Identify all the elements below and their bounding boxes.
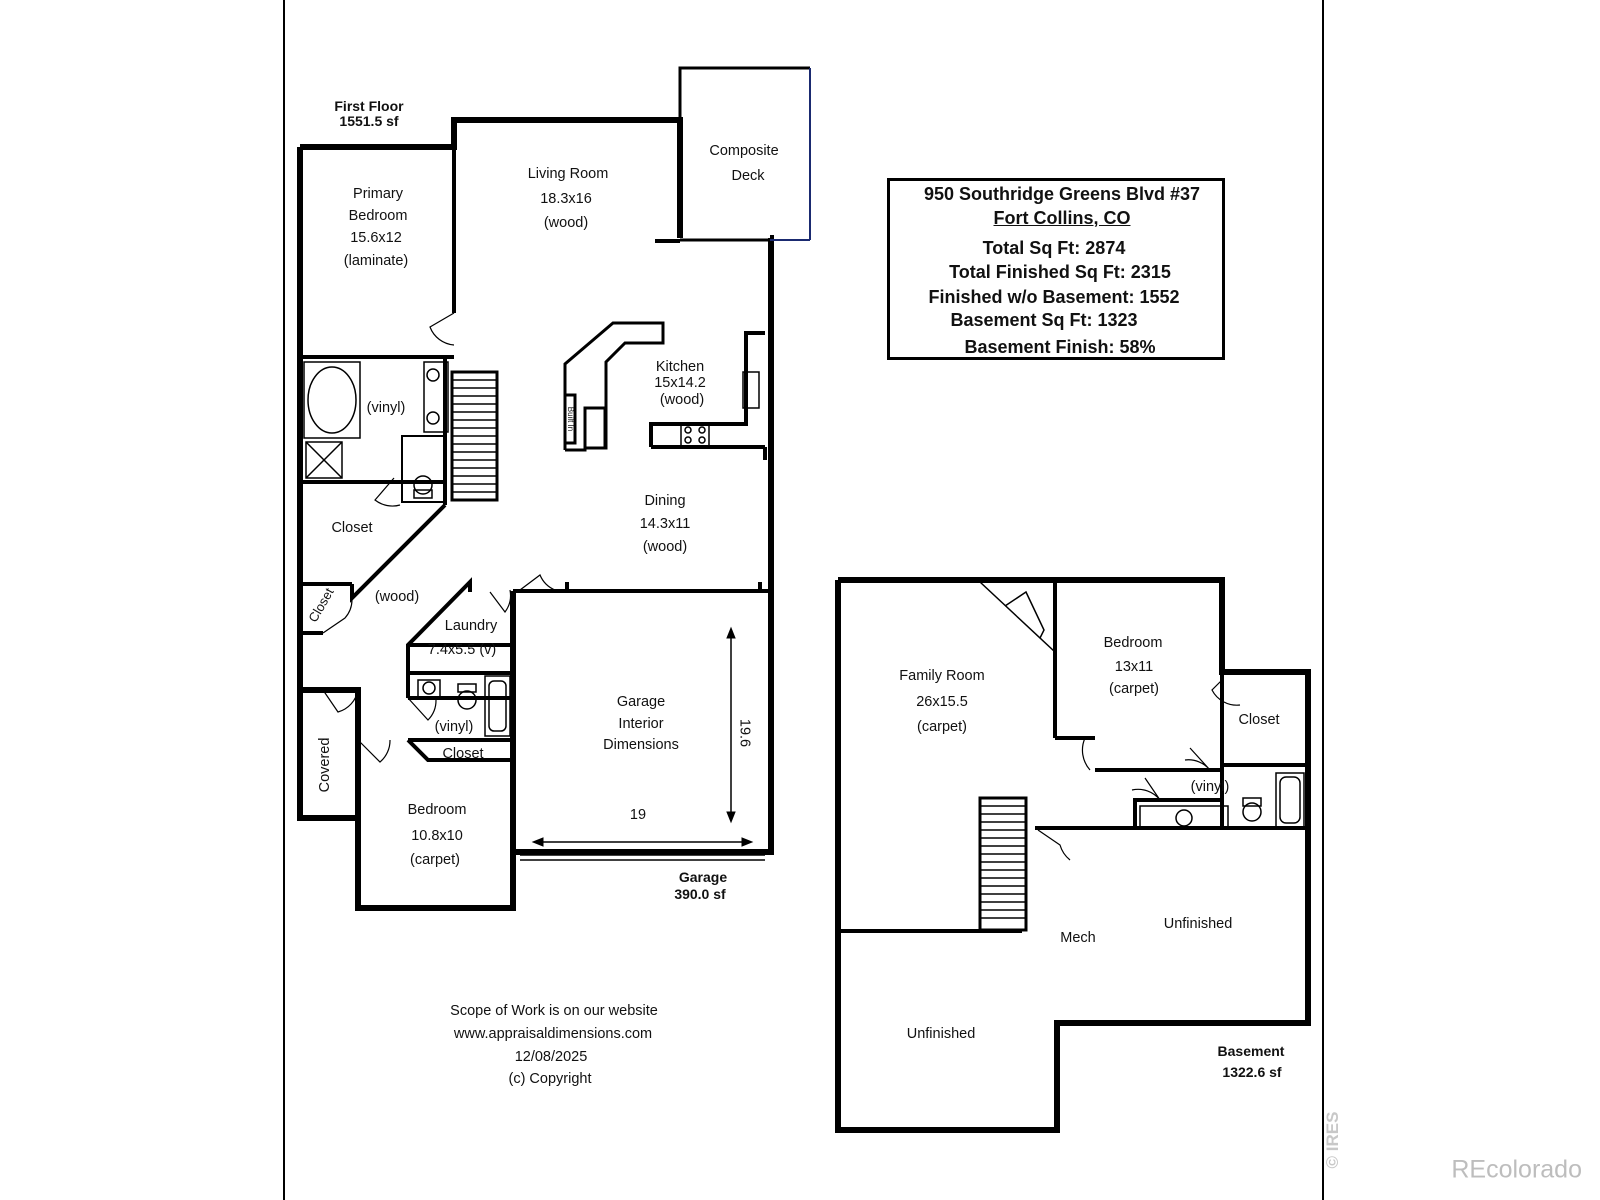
- basement-title: Basement: [1217, 1043, 1285, 1059]
- footer-date: 12/08/2025: [514, 1048, 588, 1065]
- first-floor-area: 1551.5 sf: [339, 113, 399, 129]
- hall-floor-label: (wood): [374, 588, 420, 605]
- built-in-label: Built In: [566, 406, 575, 432]
- bedroom-closet-label: Closet: [442, 745, 484, 762]
- primary-bedroom-label: Primary: [353, 185, 403, 202]
- recolorado-watermark: REcolorado: [1451, 1155, 1582, 1184]
- footer-website: www.appraisaldimensions.com: [453, 1025, 653, 1042]
- family-room-label: Family Room: [899, 667, 985, 684]
- basement-bath-floor: (vinyl): [1190, 778, 1230, 795]
- primary-bedroom-size: 15.6x12: [350, 229, 402, 246]
- total-finished-sq-ft: Total Finished Sq Ft: 2315: [949, 262, 1171, 282]
- basement-bath-fixtures: [1139, 772, 1305, 829]
- bath-floor-label: (vinyl): [434, 718, 474, 735]
- family-room-floor: (carpet): [917, 718, 967, 735]
- mech-label: Mech: [1060, 929, 1096, 946]
- unfinished-left-label: Unfinished: [906, 1025, 976, 1042]
- living-room-floor: (wood): [543, 214, 589, 231]
- first-floor-title: First Floor: [334, 98, 404, 114]
- basement-walls: [835, 577, 1311, 1133]
- kitchen-size: 15x14.2: [654, 374, 706, 391]
- dining-floor: (wood): [642, 538, 688, 555]
- primary-bath-floor: (vinyl): [366, 399, 406, 416]
- family-room-size: 26x15.5: [916, 693, 968, 710]
- footer-scope: Scope of Work is on our website: [450, 1002, 658, 1019]
- property-summary-box: 950 Southridge Greens Blvd #37 Fort Coll…: [887, 178, 1225, 360]
- first-floor-stairs: [450, 370, 499, 502]
- primary-closet-label: Closet: [331, 519, 373, 536]
- kitchen-floor: (wood): [659, 391, 705, 408]
- bedroom-size: 10.8x10: [411, 827, 463, 844]
- first-floor-walls: [297, 117, 774, 911]
- finished-without-basement: Finished w/o Basement: 1552: [928, 287, 1180, 307]
- bedroom-label: Bedroom: [407, 801, 467, 818]
- basement-area: 1322.6 sf: [1222, 1064, 1282, 1080]
- basement-finish: Basement Finish: 58%: [964, 337, 1156, 357]
- dining-size: 14.3x11: [639, 515, 691, 532]
- total-sq-ft: Total Sq Ft: 2874: [982, 238, 1126, 258]
- basement-sq-ft: Basement Sq Ft: 1323: [950, 310, 1138, 330]
- primary-bedroom-floor: (laminate): [343, 252, 409, 269]
- basement-fireplace: [979, 581, 1056, 653]
- basement-interior-walls: [838, 582, 1308, 933]
- first-floor-bath-fixtures: [303, 361, 760, 737]
- first-floor-doors: [322, 312, 556, 763]
- basement-doors: [1037, 679, 1241, 861]
- garage-area: 390.0 sf: [674, 886, 726, 902]
- living-room-size: 18.3x16: [540, 190, 592, 207]
- garage-width: 19: [629, 806, 647, 823]
- footer-copyright: (c) Copyright: [508, 1070, 592, 1087]
- bedroom-floor: (carpet): [410, 851, 460, 868]
- basement-bedroom-floor: (carpet): [1109, 680, 1159, 697]
- property-city: Fort Collins, CO: [993, 208, 1131, 228]
- composite-deck-outline: [678, 66, 811, 242]
- primary-bedroom-label-2: Bedroom: [348, 207, 408, 224]
- garage-depth: 19.6: [736, 718, 753, 748]
- property-address: 950 Southridge Greens Blvd #37: [923, 184, 1201, 204]
- ires-watermark: © IRES: [1323, 1111, 1342, 1169]
- basement-closet-label: Closet: [1238, 711, 1280, 728]
- garage-dimension-lines: [520, 626, 765, 861]
- garage-interior-label: Garage: [616, 693, 666, 710]
- garage-interior-label-2: Interior: [618, 715, 664, 732]
- dining-label: Dining: [644, 492, 686, 509]
- living-room-label: Living Room: [527, 165, 609, 182]
- laundry-size: 7.4x5.5 (v): [427, 641, 497, 658]
- kitchen-peninsula: [563, 321, 665, 452]
- basement-bedroom-size: 13x11: [1114, 658, 1154, 675]
- unfinished-right-label: Unfinished: [1163, 915, 1233, 932]
- laundry-label: Laundry: [444, 617, 498, 634]
- basement-stairs: [978, 796, 1028, 932]
- composite-deck-label-2: Deck: [731, 167, 765, 184]
- basement-bedroom-label: Bedroom: [1103, 634, 1163, 651]
- garage-title: Garage: [678, 869, 728, 885]
- kitchen-label: Kitchen: [655, 358, 705, 375]
- covered-label: Covered: [316, 737, 333, 793]
- garage-interior-label-3: Dimensions: [603, 736, 679, 753]
- composite-deck-label: Composite: [709, 142, 779, 159]
